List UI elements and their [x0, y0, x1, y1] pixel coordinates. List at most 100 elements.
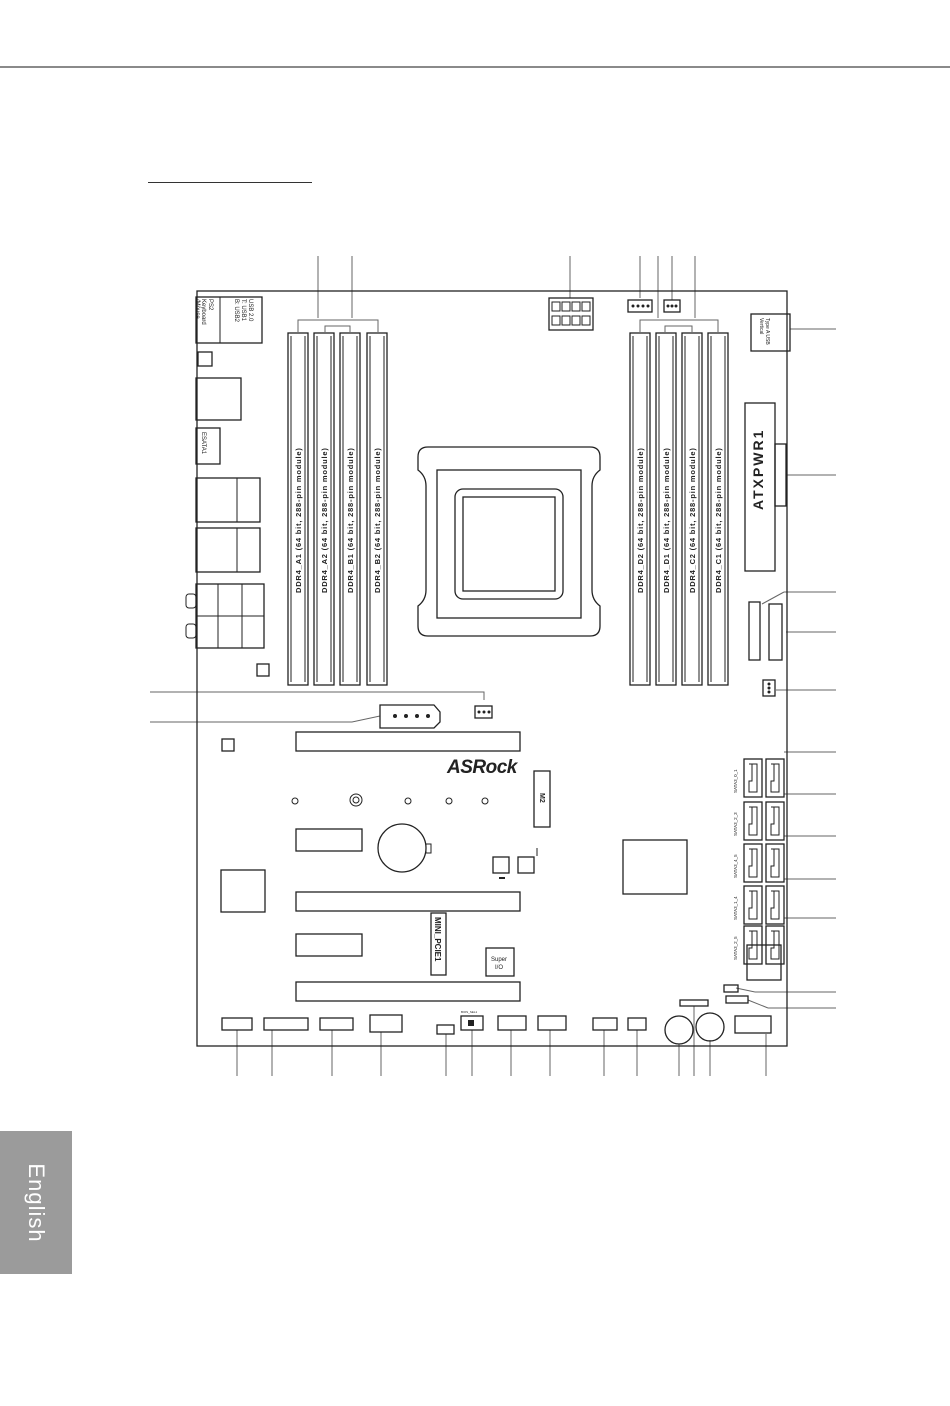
language-tab[interactable]: English: [0, 1131, 72, 1274]
dimm-slot-label: DDR4_D2 (64 bit, 288-pin module): [636, 447, 645, 593]
super-io-chip: Super I/O: [485, 947, 515, 977]
cpu-opt-fan-header[interactable]: [663, 299, 681, 313]
led-header[interactable]: [679, 999, 709, 1007]
pcie-slots: [295, 731, 521, 1002]
pcie-slot-1[interactable]: [295, 731, 521, 752]
usb3-front-header-2[interactable]: [768, 603, 783, 661]
sata-pair-2[interactable]: SATA3_2_3: [733, 801, 785, 841]
dimm-slot-3[interactable]: DDR4_B1 (64 bit, 288-pin module): [339, 332, 361, 686]
usb2-label: USB 2.0: [247, 299, 253, 322]
dimm-slot-label: DDR4_B2 (64 bit, 288-pin module): [373, 447, 382, 593]
pcie-x1-slot-1[interactable]: [295, 828, 363, 852]
usb2-b-label: B: USB2: [233, 299, 239, 323]
mini-pcie-slot[interactable]: MINI_PCIE1: [430, 912, 447, 976]
sata-label: SATA3_1_4: [733, 896, 738, 920]
dimm-slot-2[interactable]: DDR4_A2 (64 bit, 288-pin module): [313, 332, 335, 686]
ps2-label-mouse: /Mouse: [194, 299, 200, 319]
usb3-stack-1[interactable]: [195, 477, 261, 523]
rear-io-panel: Keyboard /Mouse PS2 USB 2.0 T: USB1 B: U…: [185, 296, 265, 649]
dimm-slot-5[interactable]: DDR4_D2 (64 bit, 288-pin module): [629, 332, 651, 686]
dimm-slot-1[interactable]: DDR4_A1 (64 bit, 288-pin module): [287, 332, 309, 686]
board-component: [221, 738, 235, 752]
esata-port[interactable]: [195, 427, 221, 465]
sata-connectors: SATA3_0_1SATA3_2_3SATA3_4_5SATA3_1_4SATA…: [733, 758, 785, 965]
pcie-x1-slot-2[interactable]: [295, 933, 363, 957]
usb2-header-2[interactable]: [497, 1015, 527, 1031]
mounting-holes: [291, 793, 489, 807]
power-button[interactable]: [664, 1015, 694, 1045]
lan-port-1[interactable]: [195, 377, 242, 421]
ps2-label: PS2: [207, 299, 213, 311]
system-panel-header[interactable]: [734, 1015, 772, 1034]
dimm-slots: DDR4_A1 (64 bit, 288-pin module) DDR4_A2 …: [287, 332, 729, 686]
dimm-slot-7[interactable]: DDR4_C2 (64 bit, 288-pin module): [681, 332, 703, 686]
board-component: [492, 856, 510, 874]
vertical-usb-connector[interactable]: Vertical Type A USB: [750, 313, 791, 352]
dimm-slot-label: DDR4_A1 (64 bit, 288-pin module): [294, 447, 303, 593]
cpu-fan-header[interactable]: [627, 299, 653, 313]
front-audio-header[interactable]: [221, 1017, 253, 1031]
vendor-logo: ASRock: [446, 757, 519, 778]
usb-ps2-port[interactable]: [195, 296, 263, 344]
header-rule: [0, 66, 950, 68]
chassis-fan-header-left[interactable]: [474, 705, 493, 719]
esata-label: ESATA1: [200, 432, 206, 455]
dimm-slot-label: DDR4_C2 (64 bit, 288-pin module): [688, 447, 697, 593]
usb3-front-header[interactable]: [748, 601, 761, 661]
sata-pair-3[interactable]: SATA3_4_5: [733, 843, 785, 883]
clear-cmos-button[interactable]: [197, 351, 213, 367]
chassis-fan-header-bottom[interactable]: [592, 1017, 618, 1031]
clear-cmos-jumper[interactable]: [436, 1024, 455, 1035]
vertical-usb-label-2: Type A USB: [764, 318, 770, 345]
section-title-underline: [148, 182, 312, 183]
chipset: [622, 839, 688, 895]
fan-header-bottom-2[interactable]: [627, 1017, 647, 1031]
jumper-header-2[interactable]: [725, 995, 749, 1004]
cmos-battery: [377, 823, 432, 873]
super-io-label-1: Super: [491, 957, 507, 963]
jumper-header-1[interactable]: [723, 984, 739, 993]
usb1-label: T: USB1: [240, 299, 246, 322]
cpu-socket: [417, 446, 601, 637]
usb3-stack-2[interactable]: [195, 527, 261, 573]
sata-label: SATA3_2_3: [733, 812, 738, 836]
usb2-header-3[interactable]: [537, 1015, 567, 1031]
super-io-label-2: I/O: [495, 965, 503, 971]
board-chip: [746, 944, 782, 981]
m2-label: M2: [538, 793, 545, 803]
sata-pair-5[interactable]: SATA3_2_5: [733, 925, 785, 965]
tpm-header[interactable]: [263, 1017, 309, 1031]
dimm-slot-label: DDR4_A2 (64 bit, 288-pin module): [320, 447, 329, 593]
chassis-fan-header-right[interactable]: [762, 679, 776, 697]
usb2-header-1[interactable]: [369, 1014, 403, 1033]
sata-label: SATA3_2_5: [733, 936, 738, 960]
board-component: [256, 663, 270, 677]
com-header[interactable]: [319, 1017, 354, 1031]
mini-pcie-label: MINI_PCIE1: [433, 917, 442, 962]
bios-select-label: BIOS_SEL1: [461, 1010, 478, 1014]
molex-power-connector[interactable]: [379, 704, 441, 729]
sata-label: SATA3_0_1: [733, 769, 738, 793]
pcie-slot-2[interactable]: [295, 891, 521, 912]
sata-pair-4[interactable]: SATA3_1_4: [733, 885, 785, 925]
dimm-slot-4[interactable]: DDR4_B2 (64 bit, 288-pin module): [366, 332, 388, 686]
bios-select-switch[interactable]: [460, 1015, 484, 1031]
sata-pair-1[interactable]: SATA3_0_1: [733, 758, 785, 798]
vertical-usb-label-1: Vertical: [758, 318, 764, 334]
dimm-slot-8[interactable]: DDR4_C1 (64 bit, 288-pin module): [707, 332, 729, 686]
board-outline: [196, 290, 788, 1047]
cpu-power-connector[interactable]: [548, 297, 594, 331]
dimm-slot-label: DDR4_C1 (64 bit, 288-pin module): [714, 447, 723, 593]
board-component: [517, 856, 535, 874]
bottom-headers: BIOS_SEL1: [221, 999, 772, 1045]
pcie-slot-3[interactable]: [295, 981, 521, 1002]
atx-power-connector[interactable]: ATXPWR1: [744, 402, 787, 572]
dimm-slot-label: DDR4_D1 (64 bit, 288-pin module): [662, 447, 671, 593]
atx-power-label: ATXPWR1: [750, 429, 766, 510]
dimm-slot-label: DDR4_B1 (64 bit, 288-pin module): [346, 447, 355, 593]
reset-button[interactable]: [695, 1012, 725, 1042]
m2-slot[interactable]: M2: [533, 770, 551, 828]
ps2-label-keyboard: Keyboard: [200, 299, 206, 325]
dimm-slot-6[interactable]: DDR4_D1 (64 bit, 288-pin module): [655, 332, 677, 686]
